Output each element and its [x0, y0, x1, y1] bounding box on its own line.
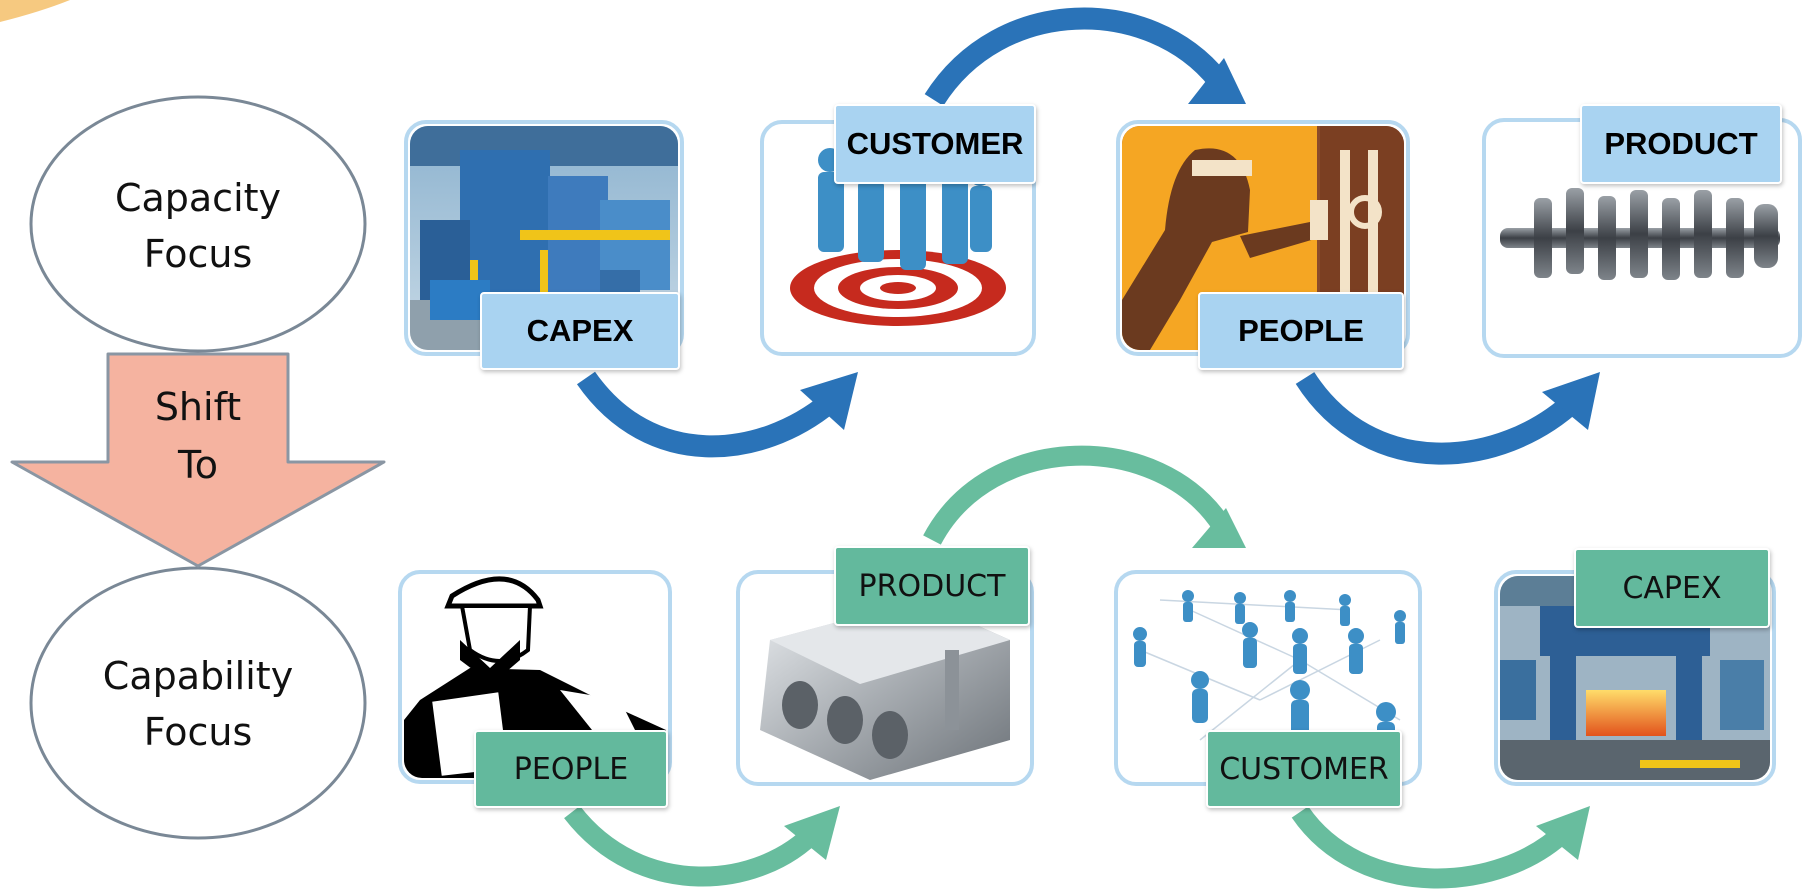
tag-product-top: PRODUCT — [1580, 104, 1782, 184]
tag-capex-bottom: CAPEX — [1574, 548, 1770, 628]
tag-customer-top: CUSTOMER — [834, 104, 1036, 184]
capacity-focus-label: Capacity Focus — [58, 170, 338, 282]
arrow-head-3 — [1542, 372, 1600, 430]
capacity-focus-line-1: Capacity — [114, 176, 282, 220]
capacity-focus-ellipse — [29, 95, 367, 353]
capex-factory-image — [404, 120, 684, 356]
arrow-capex-to-customer — [576, 371, 838, 458]
arrow-product-to-customer — [923, 445, 1231, 545]
top-row-arrows — [576, 7, 1583, 465]
arrow-head-1 — [800, 372, 858, 430]
tag-product-bottom: PRODUCT — [834, 546, 1030, 626]
shift-line-2: To — [177, 443, 218, 487]
tag-people-top: PEOPLE — [1198, 292, 1404, 370]
tag-people-bottom: PEOPLE — [474, 730, 668, 808]
people-engineer-image — [398, 570, 672, 784]
arrow-people-to-product — [1295, 371, 1583, 465]
tag-customer-bottom: CUSTOMER — [1206, 730, 1402, 808]
shift-down-arrow — [10, 352, 386, 568]
shift-to-label: Shift To — [120, 378, 276, 494]
arrow-head-2 — [1188, 58, 1246, 104]
corner-decoration — [0, 0, 70, 22]
arrow-customer-to-people — [924, 7, 1227, 107]
arrow-head-6 — [1536, 806, 1590, 860]
capability-focus-ellipse — [29, 566, 367, 840]
arrow-head-5 — [1192, 508, 1246, 548]
capability-focus-label: Capability Focus — [58, 648, 338, 760]
arrow-people-to-product — [564, 805, 824, 887]
arrow-head-4 — [784, 806, 840, 860]
shift-line-1: Shift — [154, 385, 242, 429]
bottom-row-arrows — [564, 445, 1574, 889]
arrow-customer-to-capex — [1291, 806, 1574, 889]
capacity-focus-line-2: Focus — [143, 232, 253, 276]
tag-capex-top: CAPEX — [480, 292, 680, 370]
capability-focus-line-1: Capability — [102, 654, 294, 698]
capability-focus-line-2: Focus — [143, 710, 253, 754]
